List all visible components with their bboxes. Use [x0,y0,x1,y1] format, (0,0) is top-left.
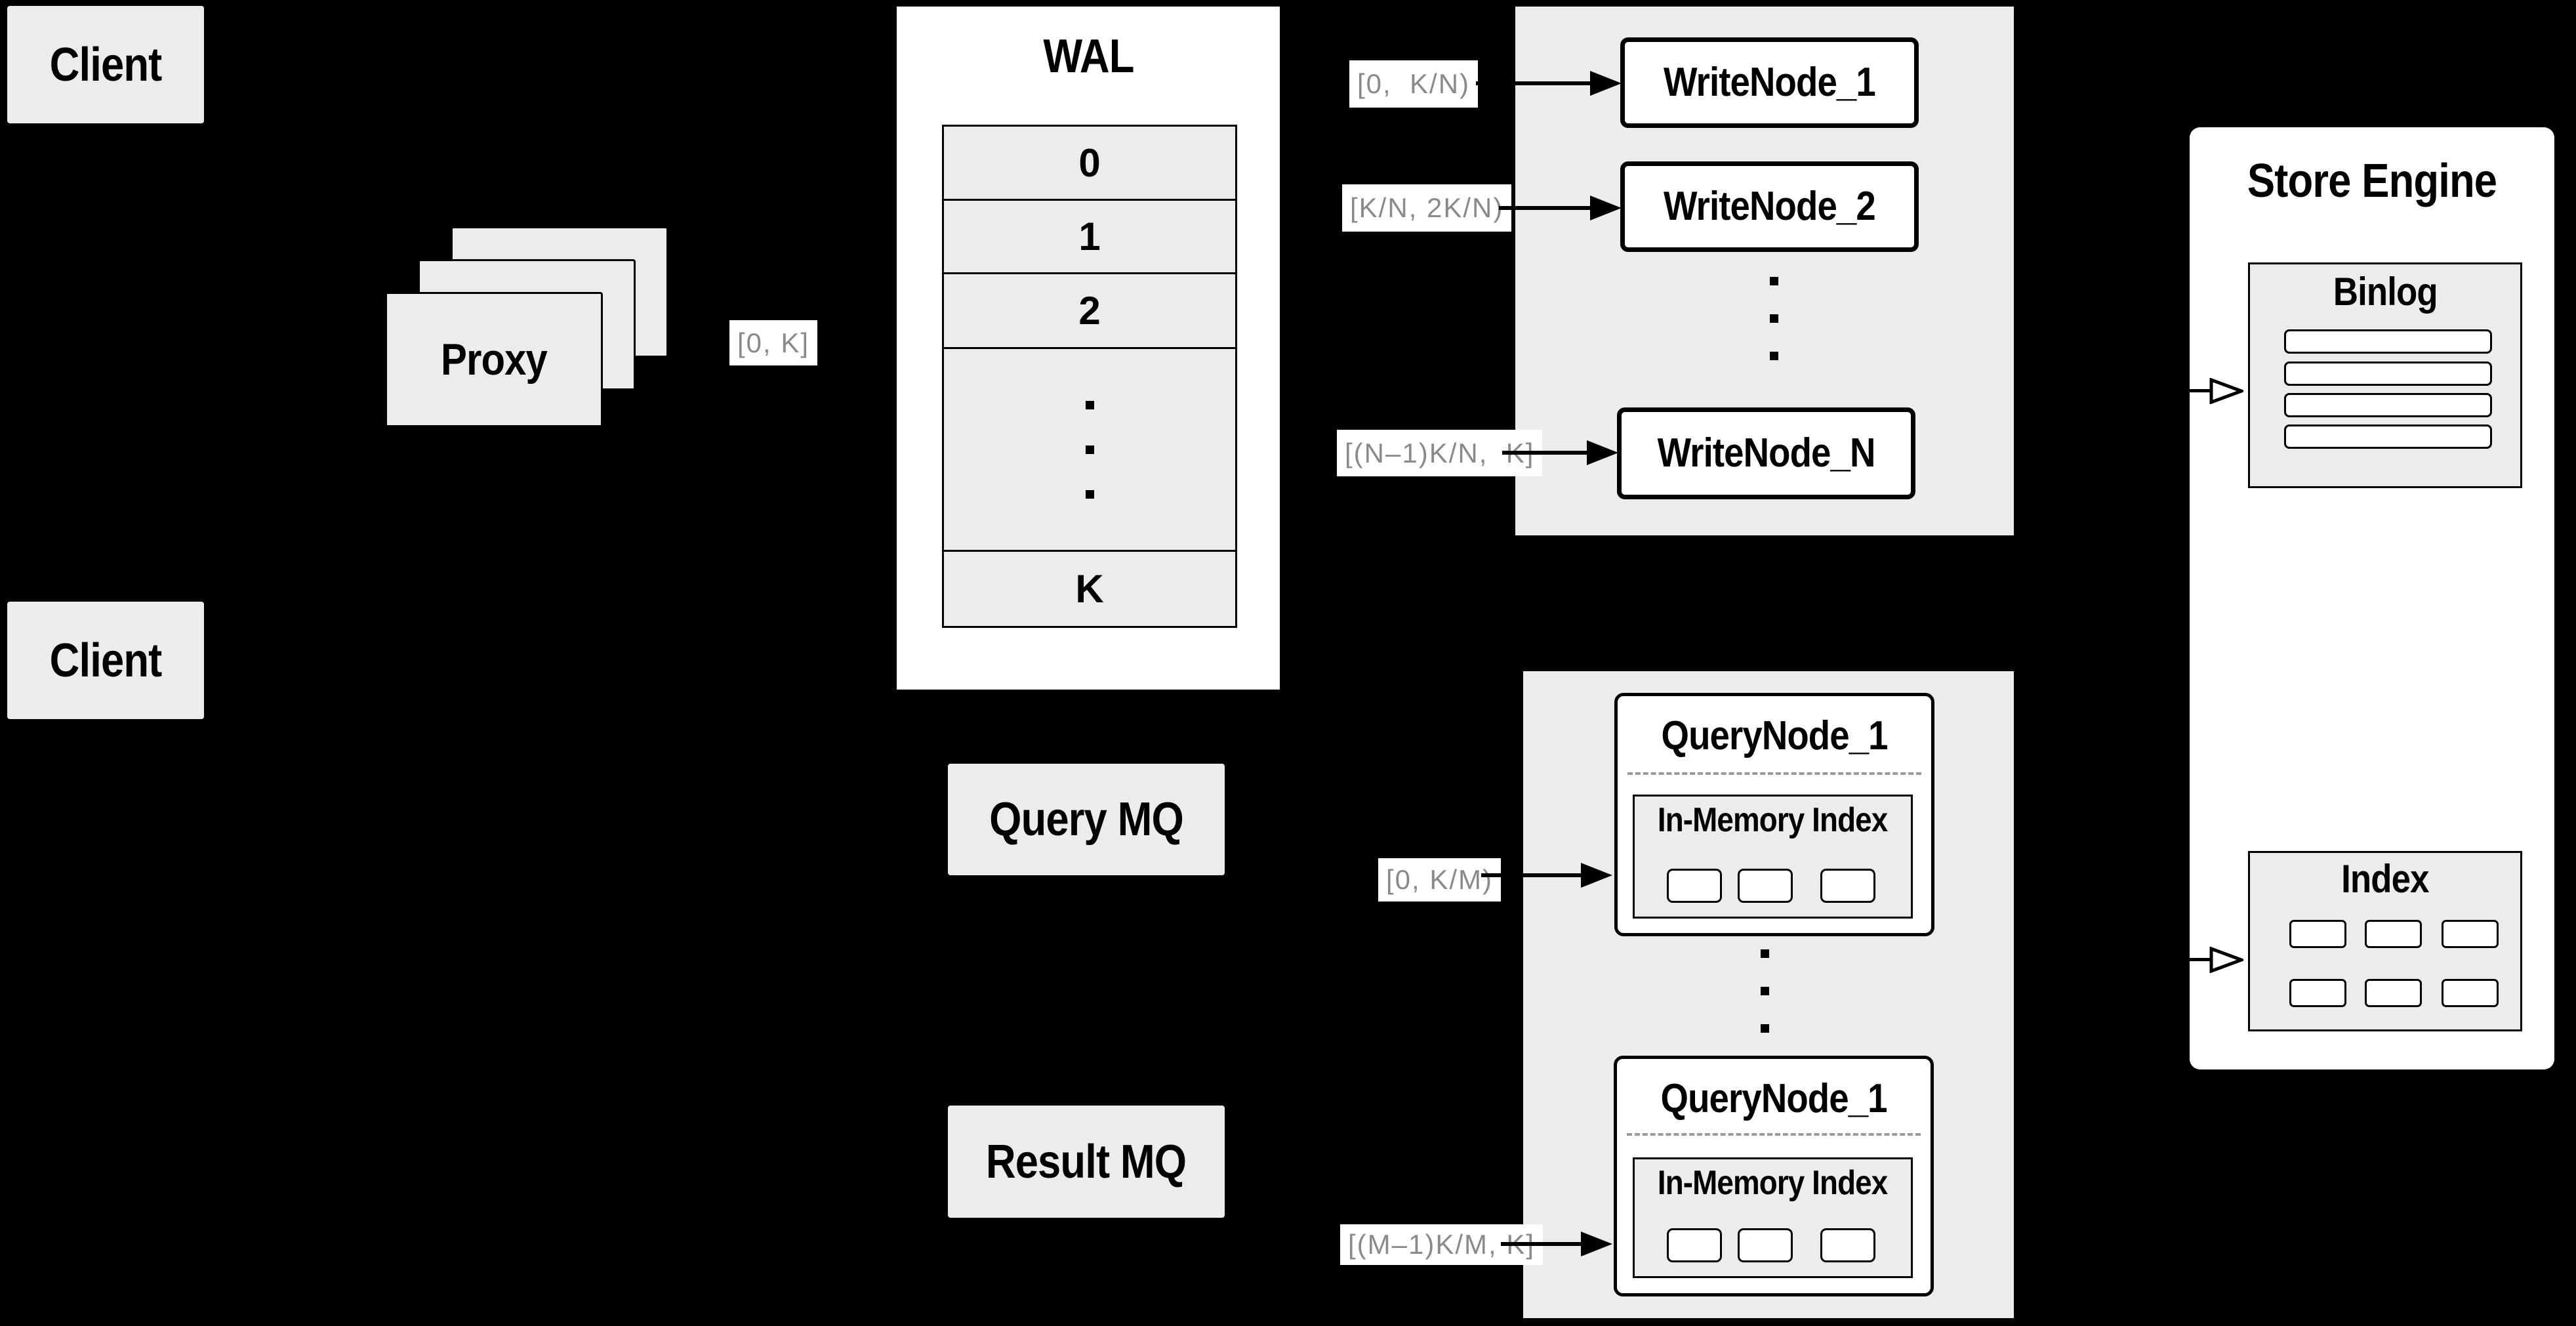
index-chip [2289,920,2346,948]
wal-row-1-label: 1 [1078,215,1101,259]
index-chip [1667,1228,1722,1262]
arrowhead-to-querynode-bottom [1581,1232,1612,1256]
query-node-top-title-wrap: QueryNode_1 [1618,716,1931,756]
in-memory-index-top-title-wrap: In-Memory Index [1635,803,1911,837]
write-node-2-label: WriteNode_2 [1664,184,1876,229]
wal-box: WAL 0 1 2 K [897,7,1280,690]
arrowhead-to-writenode-n [1587,440,1618,465]
binlog-row [2284,393,2492,417]
hollow-arrowhead-binlog [2209,378,2243,404]
index-chip [1738,869,1793,903]
wal-title: WAL [1042,30,1134,83]
store-engine-box: Store Engine Binlog Index [2190,127,2554,1069]
query-node-bottom-title: QueryNode_1 [1660,1076,1887,1121]
index-chip [2289,979,2346,1007]
index-chip [2365,979,2422,1007]
query-mq-node: Query MQ [947,762,1226,877]
arrow-line-to-writenode-1 [1476,81,1591,85]
binlog-title: Binlog [2333,270,2438,314]
result-mq-node: Result MQ [947,1104,1226,1219]
write-node-n-label: WriteNode_N [1657,430,1876,476]
wal-row-0-label: 0 [1078,140,1101,185]
index-chip [2365,920,2422,948]
binlog-row [2284,425,2492,449]
binlog-box: Binlog [2248,262,2522,488]
arrow-line-to-writenode-2 [1499,206,1591,210]
in-memory-index-bottom: In-Memory Index [1633,1157,1913,1278]
arrow-line-to-querynode-bottom [1501,1242,1582,1246]
range-label-write-1: [0, K/N) [1349,60,1479,108]
index-chip [1667,869,1722,903]
vertical-ellipsis [1761,949,1769,1033]
wal-row-1: 1 [944,201,1235,274]
wal-row-0: 0 [944,127,1235,201]
in-memory-index-top-title: In-Memory Index [1658,801,1888,839]
wal-title-wrap: WAL [897,33,1280,80]
wal-row-2-label: 2 [1078,289,1101,333]
dashed-divider [1627,1133,1921,1136]
wal-row-k: K [944,552,1235,626]
index-title: Index [2341,857,2429,901]
write-node-1-label: WriteNode_1 [1664,60,1876,105]
range-label-query-1: [0, K/M) [1378,858,1502,901]
index-chip [2442,920,2499,948]
index-chip [1820,869,1875,903]
index-title-wrap: Index [2250,860,2520,899]
arrow-line-to-binlog [2159,389,2212,392]
result-mq-label: Result MQ [986,1135,1187,1188]
write-node-2: WriteNode_2 [1620,161,1919,252]
wal-segment-table: 0 1 2 K [942,125,1237,628]
query-node-cluster: QueryNode_1 In-Memory Index QueryNode_1 … [1523,671,2014,1318]
arrowhead-to-writenode-2 [1590,196,1622,220]
query-node-top: QueryNode_1 In-Memory Index [1614,693,1934,936]
client-bottom-label: Client [49,634,163,687]
store-engine-title: Store Engine [2247,155,2497,207]
in-memory-index-bottom-title-wrap: In-Memory Index [1635,1166,1911,1200]
arrow-line-to-querynode-top [1481,873,1582,877]
arrowhead-to-writenode-1 [1590,71,1622,96]
query-node-bottom-title-wrap: QueryNode_1 [1617,1079,1931,1119]
query-node-bottom: QueryNode_1 In-Memory Index [1614,1056,1934,1296]
query-node-top-title: QueryNode_1 [1661,713,1888,758]
range-label-proxy-to-wal: [0, K] [729,320,818,365]
index-chip [2442,979,2499,1007]
binlog-row [2284,362,2492,386]
client-top-label: Client [49,38,163,91]
arrow-line-to-index [2159,958,2212,961]
range-label-write-2: [K/N, 2K/N) [1342,184,1512,232]
wal-row-ellipsis [944,349,1235,552]
client-node-bottom: Client [6,600,205,720]
arrowhead-to-querynode-top [1581,863,1612,888]
proxy-node: Proxy [385,292,603,427]
wal-row-2: 2 [944,274,1235,349]
client-node-top: Client [6,5,205,125]
proxy-label: Proxy [441,335,548,384]
write-node-1: WriteNode_1 [1620,37,1919,128]
index-chip [1820,1228,1875,1262]
in-memory-index-top: In-Memory Index [1633,795,1913,919]
binlog-title-wrap: Binlog [2250,272,2520,312]
dashed-divider [1627,772,1921,775]
vertical-ellipsis [1085,400,1094,499]
store-engine-title-wrap: Store Engine [2190,157,2554,205]
index-chip [1738,1228,1793,1262]
write-node-n: WriteNode_N [1617,407,1915,499]
vertical-ellipsis [1770,277,1778,360]
index-box: Index [2248,851,2522,1031]
hollow-arrowhead-index [2209,947,2243,973]
arrow-line-to-writenode-n [1502,451,1588,455]
binlog-row [2284,329,2492,354]
in-memory-index-bottom-title: In-Memory Index [1658,1164,1888,1202]
query-mq-label: Query MQ [989,793,1184,846]
wal-row-k-label: K [1075,567,1104,611]
